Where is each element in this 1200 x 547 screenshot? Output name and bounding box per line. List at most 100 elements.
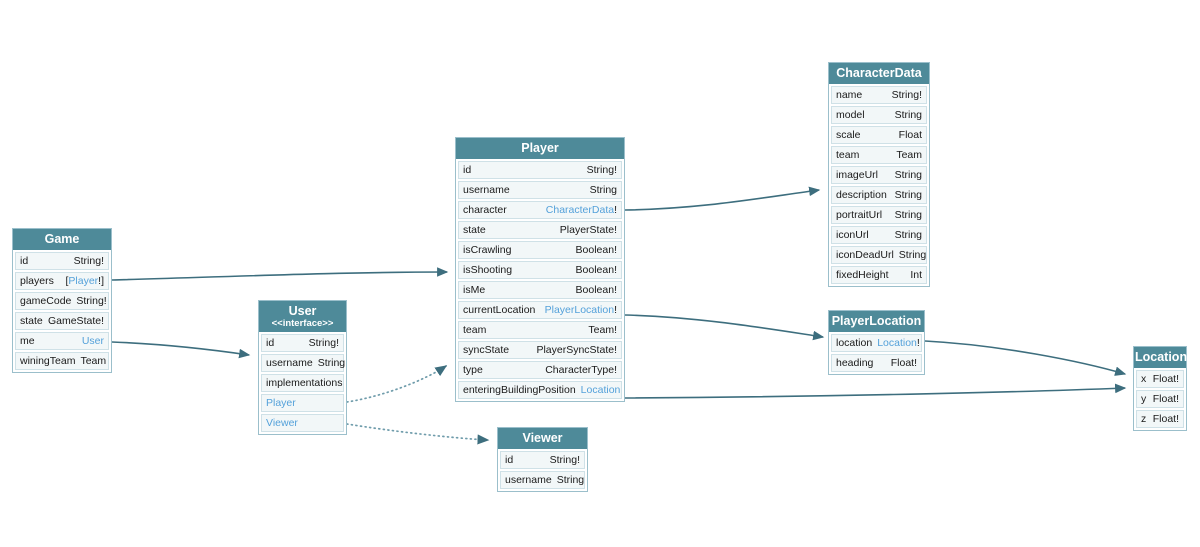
field-row-user-username[interactable]: username String bbox=[261, 354, 346, 373]
field-name: team bbox=[836, 148, 860, 161]
field-type: Boolean! bbox=[575, 243, 617, 256]
field-type: Float! bbox=[890, 356, 917, 369]
type-link-Viewer[interactable]: Viewer bbox=[266, 417, 298, 430]
field-name: syncState bbox=[463, 343, 510, 356]
field-row-game-players[interactable]: players [Player!] bbox=[15, 271, 109, 290]
field-type: Boolean! bbox=[575, 263, 617, 276]
field-name: fixedHeight bbox=[836, 268, 889, 281]
node-header-game[interactable]: Game bbox=[13, 229, 111, 250]
field-type: String bbox=[894, 168, 922, 181]
type-link-Player[interactable]: Player bbox=[68, 274, 99, 287]
field-row-game-winingTeam[interactable]: winingTeam Team bbox=[15, 351, 109, 370]
field-type: [Player!] bbox=[65, 275, 104, 287]
type-link-Location[interactable]: Location bbox=[877, 336, 917, 349]
field-type: String bbox=[317, 357, 346, 370]
field-type: Float! bbox=[1152, 392, 1179, 405]
field-name: gameCode bbox=[20, 294, 72, 307]
field-type: GameState! bbox=[47, 314, 104, 327]
field-name: username bbox=[463, 183, 510, 196]
node-header-location[interactable]: Location bbox=[1134, 347, 1188, 368]
type-link-CharacterData[interactable]: CharacterData bbox=[545, 203, 615, 216]
field-type: Float bbox=[898, 128, 922, 141]
node-header-viewer[interactable]: Viewer bbox=[498, 428, 587, 449]
field-type: String! bbox=[586, 163, 617, 176]
node-header-user[interactable]: User<<interface>> bbox=[259, 301, 346, 333]
field-name: players bbox=[20, 274, 54, 287]
field-row-playerlocation-heading[interactable]: heading Float! bbox=[831, 353, 922, 372]
field-name: location bbox=[836, 336, 873, 349]
node-header-characterdata[interactable]: CharacterData bbox=[829, 63, 929, 84]
type-link-Player[interactable]: Player bbox=[266, 397, 296, 410]
field-type: CharacterData! bbox=[546, 204, 617, 216]
node-title: CharacterData bbox=[836, 66, 922, 80]
field-name: imageUrl bbox=[836, 168, 879, 181]
section-row-implementations[interactable]: implementations bbox=[261, 374, 344, 393]
field-row-characterdata-team[interactable]: team Team bbox=[831, 145, 927, 164]
type-link-PlayerLocation[interactable]: PlayerLocation bbox=[544, 303, 615, 316]
field-row-game-me[interactable]: me User bbox=[15, 331, 109, 350]
field-type: Team bbox=[80, 354, 107, 367]
type-link-Location[interactable]: Location bbox=[580, 383, 621, 396]
field-type: String bbox=[898, 248, 927, 261]
field-row-user-Viewer[interactable]: Viewer bbox=[261, 414, 344, 433]
field-name: me bbox=[20, 334, 35, 347]
field-type: String bbox=[589, 183, 617, 196]
type-prefix: [ bbox=[65, 274, 69, 287]
field-type: Team bbox=[896, 148, 922, 161]
field-row-user-Player[interactable]: Player bbox=[261, 394, 344, 413]
field-name: model bbox=[836, 108, 865, 121]
field-name: heading bbox=[836, 356, 874, 369]
field-name: team bbox=[463, 323, 487, 336]
node-title: Player bbox=[521, 141, 559, 155]
field-name: winingTeam bbox=[20, 354, 76, 367]
node-title: Location bbox=[1135, 350, 1188, 364]
field-row-player-username[interactable]: username String bbox=[458, 180, 622, 199]
edge-user-player-to-player bbox=[346, 365, 448, 403]
field-row-characterdata-imageUrl[interactable]: imageUrl String bbox=[831, 165, 927, 184]
field-name: description bbox=[836, 188, 887, 201]
field-name: username bbox=[266, 357, 313, 370]
type-link-User[interactable]: User bbox=[81, 334, 104, 347]
edge-playerlocation-location-to-location bbox=[924, 340, 1127, 376]
field-type: User bbox=[82, 335, 104, 347]
node-header-player[interactable]: Player bbox=[456, 138, 624, 159]
node-header-playerlocation[interactable]: PlayerLocation bbox=[829, 311, 924, 332]
field-name: username bbox=[505, 473, 552, 486]
